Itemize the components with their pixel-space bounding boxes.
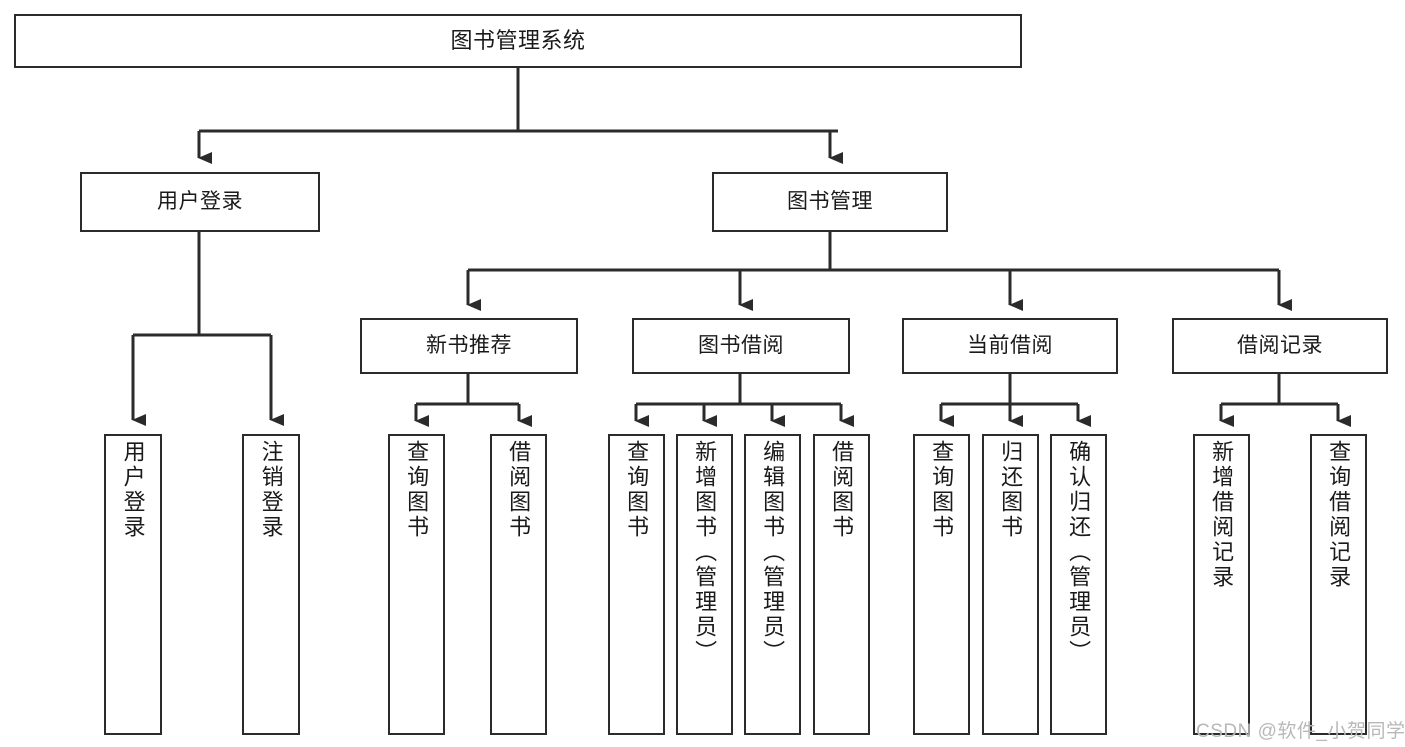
node-current-borrowing[interactable]: 当前借阅 [902,318,1118,374]
node-label: 借阅记录 [1237,334,1323,358]
node-label: 当前借阅 [967,334,1053,358]
node-root-library-management-system[interactable]: 图书管理系统 [14,14,1022,68]
node-book-management[interactable]: 图书管理 [712,172,948,232]
node-leaf-borrow-books[interactable]: 借阅图书 [813,434,870,735]
node-label: 用户登录 [157,190,243,214]
node-label: 用户登录 [120,440,146,540]
node-label: 查询图书 [929,440,955,540]
node-label: 借阅图书 [506,440,532,540]
node-leaf-add-book-admin[interactable]: 新增图书（管理员） [676,434,733,735]
node-user-login[interactable]: 用户登录 [80,172,320,232]
node-leaf-query-borrow-record[interactable]: 查询借阅记录 [1310,434,1367,735]
node-leaf-borrow-books-recommend[interactable]: 借阅图书 [490,434,547,735]
node-label: 归还图书 [998,440,1024,540]
node-label: 编辑图书（管理员） [760,440,786,665]
node-leaf-edit-book-admin[interactable]: 编辑图书（管理员） [744,434,801,735]
node-leaf-add-borrow-record[interactable]: 新增借阅记录 [1193,434,1250,735]
node-label: 注销登录 [258,440,284,540]
node-label: 新增借阅记录 [1209,440,1235,590]
node-label: 图书管理系统 [450,27,586,53]
csdn-watermark: CSDN @软件_小贺同学 [1196,721,1405,742]
node-label: 查询借阅记录 [1326,440,1352,590]
node-leaf-user-login[interactable]: 用户登录 [104,434,162,735]
node-leaf-confirm-return-admin[interactable]: 确认归还（管理员） [1050,434,1107,735]
node-leaf-query-books-recommend[interactable]: 查询图书 [388,434,445,735]
node-label: 确认归还（管理员） [1066,440,1092,665]
node-book-borrowing[interactable]: 图书借阅 [632,318,850,374]
node-label: 新增图书（管理员） [692,440,718,665]
node-label: 图书借阅 [698,334,784,358]
node-leaf-query-books-current[interactable]: 查询图书 [913,434,970,735]
node-leaf-return-books[interactable]: 归还图书 [982,434,1039,735]
node-label: 查询图书 [624,440,650,540]
node-borrow-records[interactable]: 借阅记录 [1172,318,1388,374]
node-label: 查询图书 [404,440,430,540]
node-label: 借阅图书 [829,440,855,540]
node-leaf-logout[interactable]: 注销登录 [242,434,300,735]
node-label: 图书管理 [787,190,873,214]
node-label: 新书推荐 [426,334,512,358]
node-leaf-query-books-borrow[interactable]: 查询图书 [608,434,665,735]
node-new-book-recommendation[interactable]: 新书推荐 [360,318,578,374]
